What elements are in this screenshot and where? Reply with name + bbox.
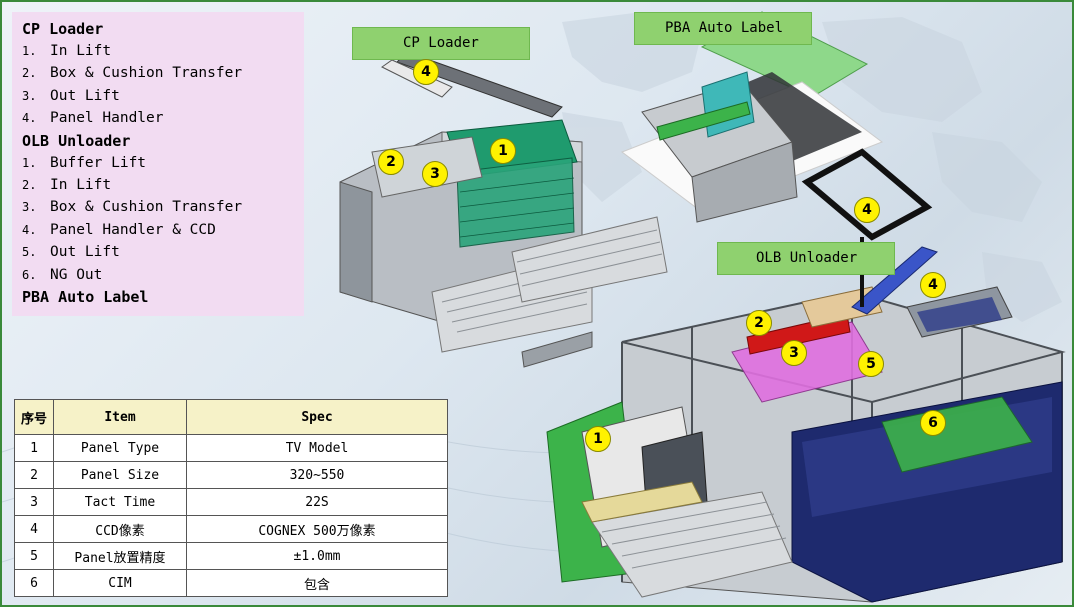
- list-item-text: In Lift: [50, 177, 112, 194]
- olb-callout-6: 6: [920, 410, 946, 436]
- olb-callout-2: 2: [746, 310, 772, 336]
- list-item: 5. Out Lift: [22, 241, 294, 263]
- list-item: 3. Out Lift: [22, 85, 294, 107]
- list-item: 6. NG Out: [22, 264, 294, 286]
- list-item-text: Panel Handler: [50, 110, 164, 127]
- spec-table-header-row: 序号 Item Spec: [14, 399, 448, 435]
- list-item-text: In Lift: [50, 43, 112, 59]
- list-group-heading: OLB Unloader: [22, 131, 131, 150]
- list-item-number: 4.: [22, 222, 37, 237]
- spec-cell-value: TV Model: [186, 434, 448, 462]
- list-item: 4. Panel Handler: [22, 107, 294, 129]
- olb-unloader-tag: OLB Unloader: [717, 242, 895, 275]
- cp-loader-tag-label: CP Loader: [403, 35, 479, 51]
- component-list-panel: CP Loader 1. In Lift 2. Box & Cushion Transf…: [12, 12, 304, 316]
- pba-auto-label-tag-label: PBA Auto Label: [665, 20, 784, 36]
- olb-callout-4-gantry: 4: [854, 197, 880, 223]
- spec-cell-index: 2: [14, 461, 54, 489]
- spec-cell-item: CIM: [53, 569, 187, 597]
- spec-cell-item: Panel Type: [53, 434, 187, 462]
- list-item: 2. Box & Cushion Transfer: [22, 62, 294, 84]
- list-item: 2. In Lift: [22, 174, 294, 196]
- cp-loader-callout-3: 3: [422, 161, 448, 187]
- spec-cell-value: 320~550: [186, 461, 448, 489]
- list-item-text: Buffer Lift: [50, 154, 147, 171]
- cp-loader-callout-1: 1: [490, 138, 516, 164]
- list-item-number: 2.: [22, 66, 37, 81]
- list-item-text: Panel Handler & CCD: [50, 221, 216, 238]
- olb-callout-5: 5: [858, 351, 884, 377]
- list-item-number: 1.: [22, 44, 37, 58]
- list-item-text: NG Out: [50, 266, 103, 283]
- list-item-text: Box & Cushion Transfer: [50, 199, 243, 216]
- cp-loader-callout-4: 4: [413, 59, 439, 85]
- spec-cell-value: 22S: [186, 488, 448, 516]
- spec-cell-value: COGNEX 500万像素: [186, 515, 448, 543]
- list-item-number: 6.: [22, 267, 37, 282]
- list-item-number: 4.: [22, 111, 37, 126]
- spec-cell-item: Panel放置精度: [53, 542, 187, 570]
- spec-cell-value: 包含: [186, 569, 448, 597]
- list-item: 4. Panel Handler & CCD: [22, 219, 294, 241]
- spec-cell-index: 5: [14, 542, 54, 570]
- list-item: 3. Box & Cushion Transfer: [22, 196, 294, 218]
- cp-loader-tag: CP Loader: [352, 27, 530, 60]
- spec-cell-item: CCD像素: [53, 515, 187, 543]
- spec-header-spec: Spec: [186, 399, 448, 435]
- list-item-number: 3.: [22, 200, 37, 215]
- spec-cell-item: Panel Size: [53, 461, 187, 489]
- list-item-text: Out Lift: [50, 244, 120, 261]
- list-item-text: Out Lift: [50, 87, 120, 104]
- list-item-number: 1.: [22, 155, 37, 170]
- spec-cell-index: 6: [14, 569, 54, 597]
- list-group-heading: PBA Auto Label: [22, 288, 149, 307]
- list-item-number: 5.: [22, 245, 37, 260]
- spec-cell-index: 1: [14, 434, 54, 462]
- olb-callout-3: 3: [781, 340, 807, 366]
- list-item: 1. In Lift: [22, 40, 294, 62]
- spec-header-item: Item: [53, 399, 187, 435]
- list-item-text: Box & Cushion Transfer: [50, 65, 243, 82]
- cp-loader-machine: [339, 51, 668, 368]
- spec-cell-index: 4: [14, 515, 54, 543]
- olb-callout-4-ccd: 4: [920, 272, 946, 298]
- spec-header-index: 序号: [14, 399, 54, 435]
- cp-loader-callout-2: 2: [378, 149, 404, 175]
- spec-cell-value: ±1.0mm: [186, 542, 448, 570]
- olb-callout-1: 1: [585, 426, 611, 452]
- list-group-heading: CP Loader: [22, 20, 104, 38]
- olb-unloader-tag-label: OLB Unloader: [756, 250, 858, 266]
- spec-cell-index: 3: [14, 488, 54, 516]
- list-item-number: 2.: [22, 178, 37, 193]
- pba-auto-label-tag: PBA Auto Label: [634, 12, 812, 45]
- olb-unloader-machine: [546, 148, 1066, 603]
- list-item-number: 3.: [22, 88, 37, 103]
- spec-cell-item: Tact Time: [53, 488, 187, 516]
- list-item: 1. Buffer Lift: [22, 152, 294, 174]
